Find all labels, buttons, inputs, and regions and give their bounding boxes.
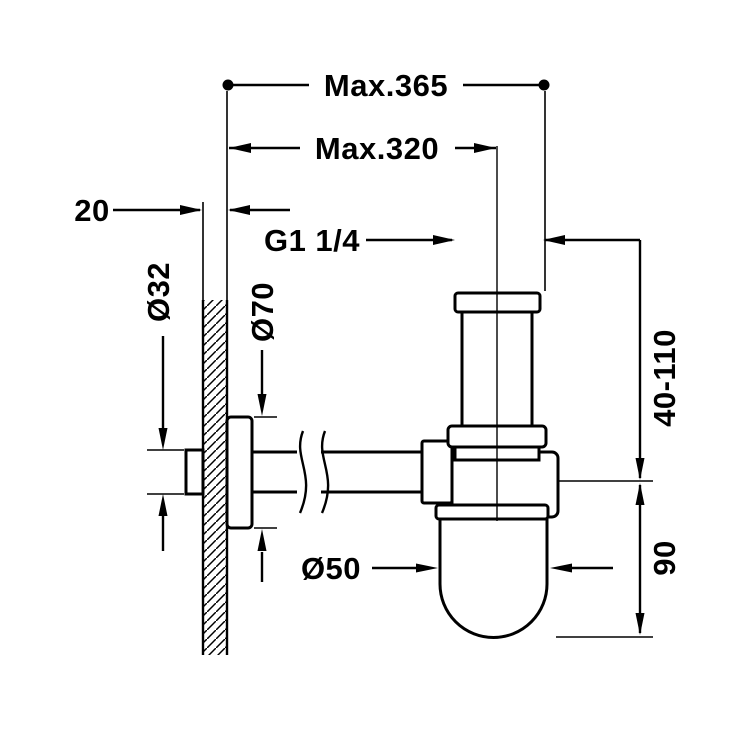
wall-rosette (225, 415, 254, 530)
dimension-dot-left (222, 79, 234, 91)
extension-lines (147, 91, 653, 638)
compression-nut (420, 439, 454, 505)
pipe-wall-end (184, 448, 205, 496)
pipe-break-symbol (298, 430, 330, 514)
label-thread-size: G1 1/4 (264, 223, 360, 258)
dimension-lines (113, 79, 645, 635)
label-pipe-diameter: Ø32 (141, 262, 176, 322)
wall-hatching (204, 300, 226, 655)
label-adjustable-height: 40-110 (647, 329, 682, 427)
label-rosette-diameter: Ø70 (245, 282, 280, 342)
trap-shoulder-ring (434, 503, 550, 521)
label-wall-thickness: 20 (74, 193, 109, 228)
label-max-to-center: Max.320 (315, 131, 439, 166)
trap-body (434, 503, 550, 639)
label-max-overall: Max.365 (324, 68, 448, 103)
label-trap-diameter: Ø50 (301, 551, 361, 586)
dimension-dot-right (538, 79, 550, 91)
label-body-height: 90 (647, 540, 682, 575)
wall (201, 300, 229, 655)
horizontal-pipe (252, 450, 424, 494)
trap-cup (438, 514, 549, 639)
